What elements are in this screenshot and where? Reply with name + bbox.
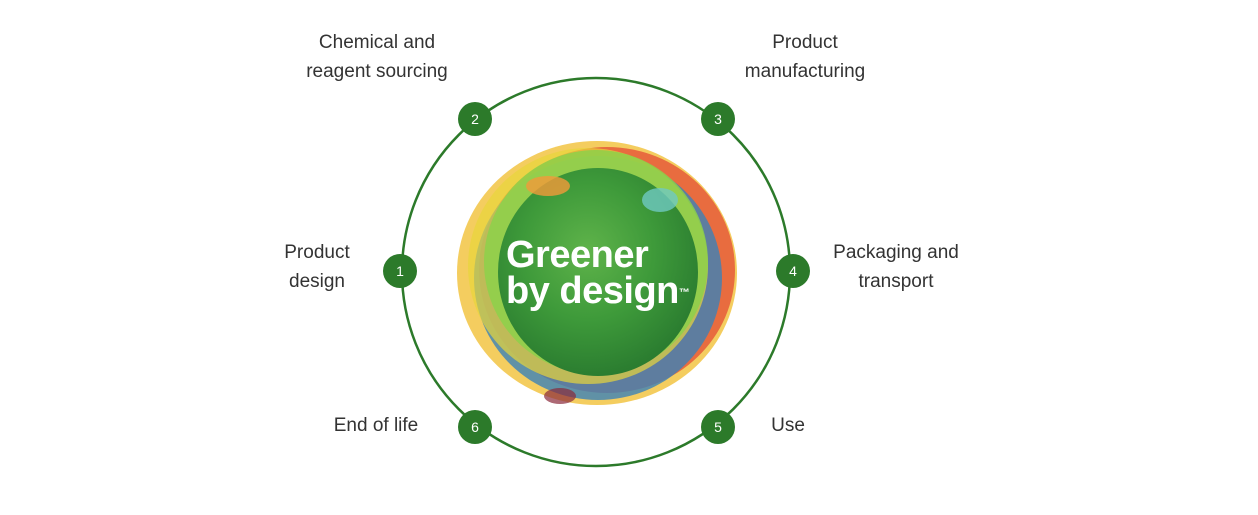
- step-node-2: 2: [458, 102, 492, 136]
- step-label-1-line2: design: [289, 271, 345, 292]
- step-label-6: End of life: [316, 411, 436, 440]
- step-label-4: Packaging and transport: [816, 238, 976, 296]
- logo-text-by-design-words: by design: [506, 270, 679, 312]
- trademark-symbol: ™: [678, 287, 690, 299]
- step-label-6-line1: End of life: [333, 415, 419, 436]
- emblem-orange-splash: [526, 176, 570, 196]
- step-label-2: Chemical and reagent sourcing: [287, 28, 467, 86]
- step-label-3: Product manufacturing: [715, 28, 895, 86]
- emblem-maroon-splash: [544, 388, 576, 404]
- logo-text-by-design: by design™: [506, 270, 690, 312]
- step-label-3-line1: Product: [772, 32, 838, 53]
- logo-text-greener: Greener: [506, 234, 649, 276]
- step-node-5: 5: [701, 410, 735, 444]
- step-label-5-line1: Use: [771, 415, 805, 436]
- step-node-6: 6: [458, 410, 492, 444]
- step-label-4-line2: transport: [858, 271, 934, 292]
- step-label-2-line1: Chemical and: [318, 32, 436, 53]
- emblem-green-core: [498, 168, 698, 376]
- step-label-4-line1: Packaging and: [833, 242, 959, 263]
- step-node-3: 3: [701, 102, 735, 136]
- step-label-2-line2: reagent sourcing: [306, 61, 448, 82]
- step-label-5: Use: [748, 411, 828, 440]
- step-label-3-line2: manufacturing: [744, 61, 866, 82]
- step-label-1-line1: Product: [284, 242, 350, 263]
- greener-by-design-emblem: [457, 141, 737, 405]
- emblem-cyan-splash: [642, 188, 678, 212]
- step-node-1: 1: [383, 254, 417, 288]
- step-node-4: 4: [776, 254, 810, 288]
- step-label-1: Product design: [257, 238, 377, 296]
